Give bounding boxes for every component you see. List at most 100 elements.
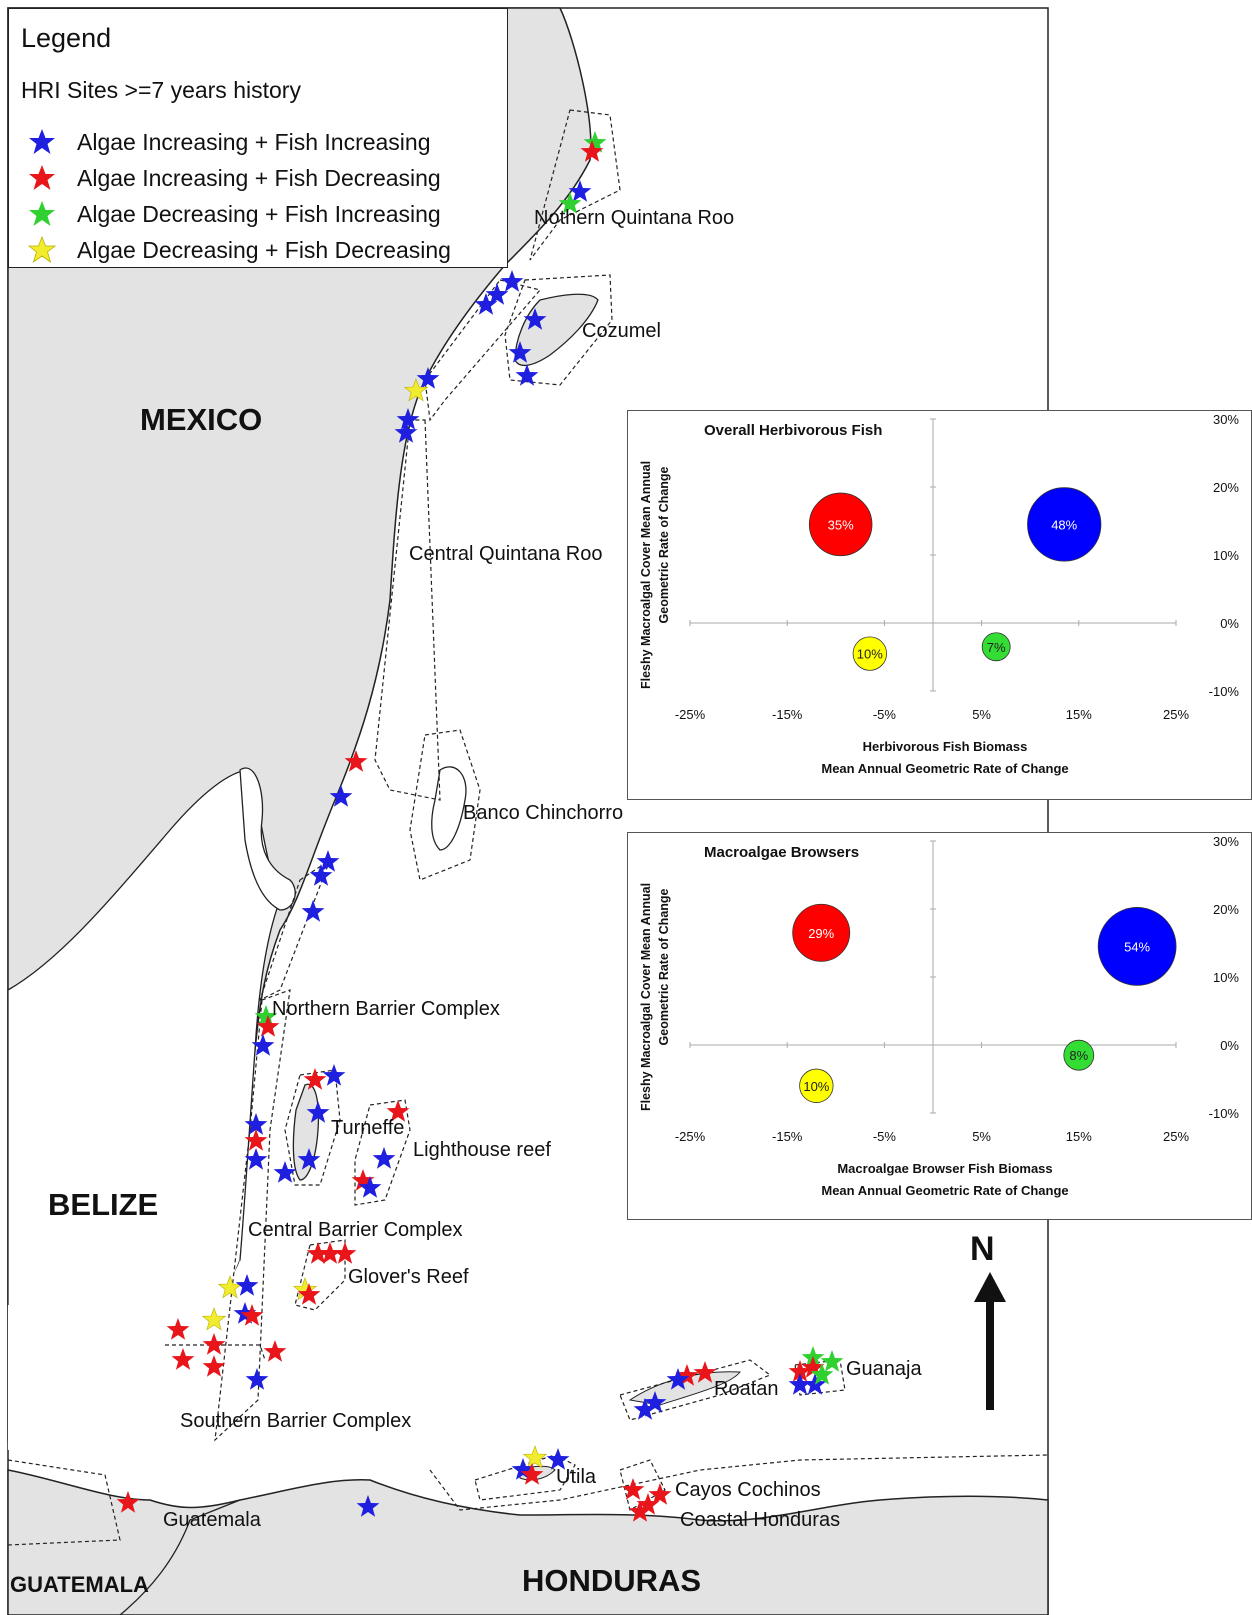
site-star-marker bbox=[633, 1398, 657, 1420]
x-tick-label: -25% bbox=[675, 707, 706, 722]
country-label-belize: BELIZE bbox=[48, 1187, 159, 1222]
bubble-label: 48% bbox=[1051, 517, 1077, 532]
country-label-mexico: MEXICO bbox=[140, 402, 263, 437]
x-tick-label: 5% bbox=[972, 1129, 991, 1144]
bubble-marker bbox=[1097, 907, 1177, 986]
y-tick-label: 10% bbox=[1213, 548, 1239, 563]
site-star-marker bbox=[306, 1101, 330, 1123]
site-star-marker bbox=[322, 1064, 346, 1086]
site-star-marker bbox=[500, 270, 524, 292]
site-star-marker bbox=[202, 1333, 226, 1355]
x-tick-label: 25% bbox=[1163, 1129, 1189, 1144]
site-star-marker bbox=[245, 1368, 269, 1390]
site-star-marker bbox=[583, 131, 607, 153]
chart-macroalgae-browsers: -25%-15%-5%5%15%25%30%20%10%0%-10%Macroa… bbox=[639, 834, 1239, 1198]
y-tick-label: 10% bbox=[1213, 970, 1239, 985]
x-axis-label-2: Mean Annual Geometric Rate of Change bbox=[821, 761, 1068, 776]
bubble-marker bbox=[1063, 1039, 1095, 1071]
north-arrow-icon bbox=[974, 1272, 1006, 1410]
site-star-marker bbox=[693, 1361, 717, 1383]
y-axis-label: Fleshy Macroalgal Cover Mean Annual bbox=[639, 461, 653, 689]
site-star-marker bbox=[316, 850, 340, 872]
bubble-label: 29% bbox=[808, 926, 834, 941]
site-star-marker bbox=[303, 1068, 327, 1090]
region-label: Roatan bbox=[714, 1378, 779, 1400]
star-red-icon bbox=[29, 165, 55, 190]
legend-label: Algae Decreasing + Fish Decreasing bbox=[77, 236, 451, 263]
land-ambergris bbox=[239, 767, 296, 911]
bubble-marker bbox=[1027, 487, 1102, 562]
site-star-marker bbox=[201, 1307, 227, 1331]
region-label: Southern Barrier Complex bbox=[180, 1410, 412, 1432]
site-star-marker bbox=[356, 1495, 380, 1517]
site-star-marker bbox=[801, 1356, 825, 1378]
x-tick-label: -25% bbox=[675, 1129, 706, 1144]
x-tick-label: 5% bbox=[972, 707, 991, 722]
site-star-marker bbox=[240, 1304, 264, 1326]
x-axis-label: Macroalgae Browser Fish Biomass bbox=[837, 1161, 1052, 1176]
legend-item-green: Algae Decreasing + Fish Increasing bbox=[27, 197, 441, 231]
site-star-marker bbox=[309, 864, 333, 886]
site-star-marker bbox=[523, 308, 547, 330]
site-star-marker bbox=[546, 1448, 570, 1470]
site-star-marker bbox=[256, 1015, 280, 1037]
y-tick-label: 0% bbox=[1220, 616, 1239, 631]
country-label-honduras: HONDURAS bbox=[522, 1563, 702, 1598]
island-banco bbox=[431, 766, 467, 851]
site-star-marker bbox=[251, 1034, 275, 1056]
site-star-marker bbox=[358, 1176, 382, 1198]
site-star-marker bbox=[675, 1364, 699, 1386]
site-star-marker bbox=[244, 1129, 268, 1151]
land-honduras bbox=[7, 1469, 1049, 1615]
site-star-marker bbox=[394, 421, 418, 443]
y-tick-label: 20% bbox=[1213, 480, 1239, 495]
y-axis-label-2: Geometric Rate of Change bbox=[657, 466, 671, 623]
site-star-marker bbox=[621, 1478, 645, 1500]
site-star-marker bbox=[810, 1363, 834, 1385]
region-label: Utila bbox=[556, 1466, 597, 1488]
site-star-marker bbox=[202, 1355, 226, 1377]
region-label: Coastal Honduras bbox=[680, 1509, 841, 1531]
site-star-marker bbox=[386, 1100, 410, 1122]
site-star-marker bbox=[171, 1348, 195, 1370]
x-tick-label: 15% bbox=[1066, 707, 1092, 722]
region-label: Turneffe bbox=[331, 1117, 405, 1139]
site-star-marker bbox=[666, 1368, 690, 1390]
x-tick-label: -5% bbox=[873, 1129, 897, 1144]
region-label: Guanaja bbox=[846, 1358, 922, 1380]
site-star-marker bbox=[351, 1169, 375, 1191]
x-axis-label: Herbivorous Fish Biomass bbox=[863, 739, 1028, 754]
bubble-label: 10% bbox=[857, 647, 883, 662]
country-label-guatemala: GUATEMALA bbox=[10, 1572, 149, 1597]
y-tick-label: 30% bbox=[1213, 834, 1239, 849]
bubble-marker bbox=[981, 632, 1011, 662]
chart-overall-herbivorous: -25%-15%-5%5%15%25%30%20%10%0%-10%Overal… bbox=[639, 412, 1239, 776]
x-tick-label: 25% bbox=[1163, 707, 1189, 722]
x-tick-label: -15% bbox=[772, 707, 803, 722]
legend-item-red: Algae Increasing + Fish Decreasing bbox=[27, 161, 441, 195]
site-star-marker bbox=[820, 1350, 844, 1372]
bubble-marker bbox=[799, 1068, 834, 1103]
site-star-marker bbox=[416, 367, 440, 389]
site-star-marker bbox=[474, 293, 498, 315]
bubble-marker bbox=[808, 492, 873, 557]
region-label: Central Barrier Complex bbox=[248, 1219, 463, 1241]
site-star-marker bbox=[166, 1318, 190, 1340]
site-star-marker bbox=[318, 1242, 342, 1264]
bubble-label: 10% bbox=[803, 1079, 829, 1094]
y-tick-label: 30% bbox=[1213, 412, 1239, 427]
region-label: Lighthouse reef bbox=[413, 1139, 551, 1161]
site-star-marker bbox=[558, 192, 582, 214]
site-star-marker bbox=[788, 1360, 812, 1382]
site-star-marker bbox=[628, 1500, 652, 1522]
x-tick-label: -5% bbox=[873, 707, 897, 722]
region-label: Cozumel bbox=[582, 320, 661, 342]
region-label: Cayos Cochinos bbox=[675, 1479, 821, 1501]
site-star-marker bbox=[263, 1340, 287, 1362]
site-star-marker bbox=[297, 1148, 321, 1170]
region-label: Nothern Quintana Roo bbox=[534, 207, 735, 229]
site-star-marker bbox=[306, 1242, 330, 1264]
site-star-marker bbox=[636, 1493, 660, 1515]
legend-title: Legend bbox=[21, 23, 112, 53]
site-star-marker bbox=[643, 1391, 667, 1413]
